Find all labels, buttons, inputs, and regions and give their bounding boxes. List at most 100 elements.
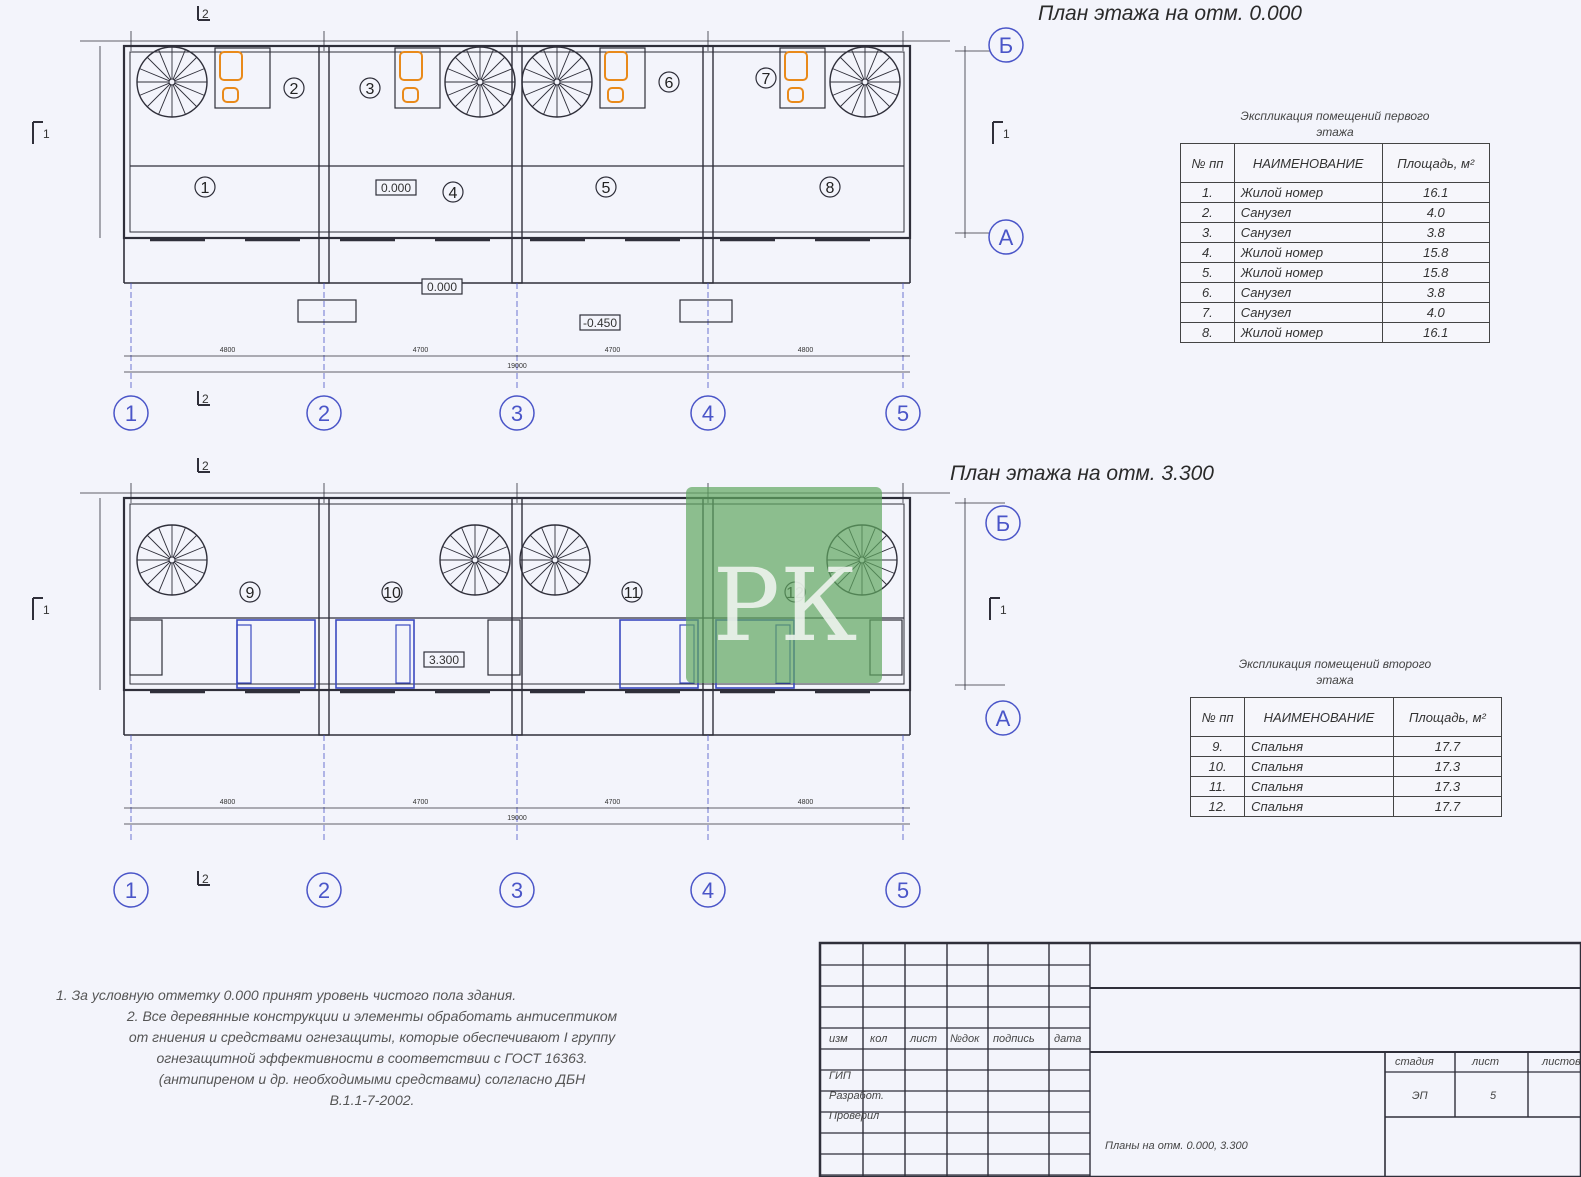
spiral-stair-step [480,84,494,115]
expl2-cell-name: Спальня [1244,796,1394,817]
spiral-stair-step [543,84,557,115]
bathroom-wall [779,47,826,109]
section-mark-label: 1 [1000,603,1007,617]
spiral-stair-step [480,49,494,80]
spiral-stair-step [447,82,478,96]
axis-letter-floor1-b-circle [988,27,1024,63]
entrance-step [297,299,357,323]
spiral-stair-step [476,534,501,559]
inner-wall-line [129,51,905,233]
spiral-stair-step [477,546,508,560]
spiral-stair-step [476,561,501,586]
expl1-cell-area: 15.8 [1381,242,1491,263]
expl1-cell-name: Санузел [1233,302,1383,323]
tb-stage-header: стадия [1395,1056,1434,1068]
expl1-cell-name: Жилой номер [1233,322,1383,343]
bathroom-wall [394,47,441,109]
expl2-cell-area: 17.3 [1392,756,1503,777]
level-mark-box [579,314,621,331]
spiral-stair-step [454,56,479,81]
spiral-stair-step [139,68,170,82]
spiral-stair-step [477,560,508,574]
expl1-cell-name: Жилой номер [1233,182,1383,203]
dimension-text: 4700 [413,347,429,354]
expl1-cell-num: 5. [1180,262,1235,283]
section-mark-label: 1 [1003,127,1010,141]
spiral-stair-step [543,49,557,80]
spiral-stair-step [447,68,478,82]
expl1-cell-area: 3.8 [1381,222,1491,243]
spiral-stair-step [867,82,898,96]
spiral-stair-step [851,84,865,115]
title-block-frame [818,941,1581,1177]
room-number: 11 [624,585,641,602]
bed [236,619,316,689]
spiral-stair-step [555,562,569,593]
spiral-stair-step [174,546,205,560]
spiral-stair-step [158,527,172,558]
spiral-stair-step [442,546,473,560]
spiral-stair-step [158,49,172,80]
axis-letter-floor2-a-circle [985,700,1021,736]
axis-number-floor1: 2 [318,401,330,426]
spiral-stair-step [556,561,581,586]
spiral-stair-step [556,534,581,559]
spiral-stair-step [482,68,513,82]
note-line-1: 1. За условную отметку 0.000 принят уров… [56,987,517,1003]
sanitary-fixture [402,87,419,103]
axis-letter-floor2-b-circle [985,505,1021,541]
expl1-table: № пп НАИМЕНОВАНИЕ Площадь, м² 1.Жилой но… [1180,143,1491,343]
room-number-circle [621,581,643,603]
general-notes: 1. За условную отметку 0.000 принят уров… [52,985,692,1111]
sanitary-fixture [399,51,423,81]
tb-row-proveril: Проверил [829,1110,880,1122]
spiral-stair-step [555,527,569,558]
spiral-stair-step [541,527,555,558]
expl1-caption-line2: этажа [1316,125,1354,139]
axis-number-floor2: 4 [702,878,714,903]
spiral-stair-step [557,49,571,80]
expl2-cell-num: 10. [1189,756,1246,777]
axis-number-floor1-circle [690,395,726,431]
partition-wall [702,45,714,284]
spiral-stair-step [529,561,554,586]
room-number-circle [283,77,305,99]
floor2-title: План этажа на отм. 3.300 [950,462,1214,485]
spiral-stair-step [475,562,489,593]
expl1-cell-area: 16.1 [1381,182,1491,203]
dimension-text: 4800 [798,799,814,806]
axis-number-floor1-circle [499,395,535,431]
spiral-stair-core [551,556,559,564]
expl1-header-row: № пп НАИМЕНОВАНИЕ Площадь, м² [1180,143,1491,183]
spiral-stair-step [531,83,556,108]
spiral-stair-step [449,561,474,586]
spiral-stair-step [559,68,590,82]
note-line-2: 2. Все деревянные конструкции и элементы… [126,1008,618,1024]
spiral-stair-step [146,534,171,559]
axis-number-floor2: 5 [897,878,909,903]
bathroom-wall [214,47,271,109]
expl2-cell-name: Спальня [1244,756,1394,777]
sanitary-fixture [784,51,808,81]
tb-sheet: 5 [1490,1090,1497,1102]
axis-number-floor2-circle [113,872,149,908]
spiral-stair-step [466,84,480,115]
expl1-cell-num: 7. [1180,302,1235,323]
expl1-cell-area: 4.0 [1381,302,1491,323]
spiral-stair-step [482,82,513,96]
room-number: 6 [665,75,674,92]
spiral-stair-step [158,84,172,115]
expl2-header-name: НАИМЕНОВАНИЕ [1244,697,1394,737]
room-number-circle [819,176,841,198]
room-number-circle [658,71,680,93]
expl2-cell-area: 17.7 [1392,736,1503,757]
spiral-stair-step [174,82,205,96]
expl1-cell-name: Жилой номер [1233,262,1383,283]
spiral-stair-core [168,556,176,564]
dimension-text: 4700 [605,347,621,354]
spiral-stair-step [531,56,556,81]
